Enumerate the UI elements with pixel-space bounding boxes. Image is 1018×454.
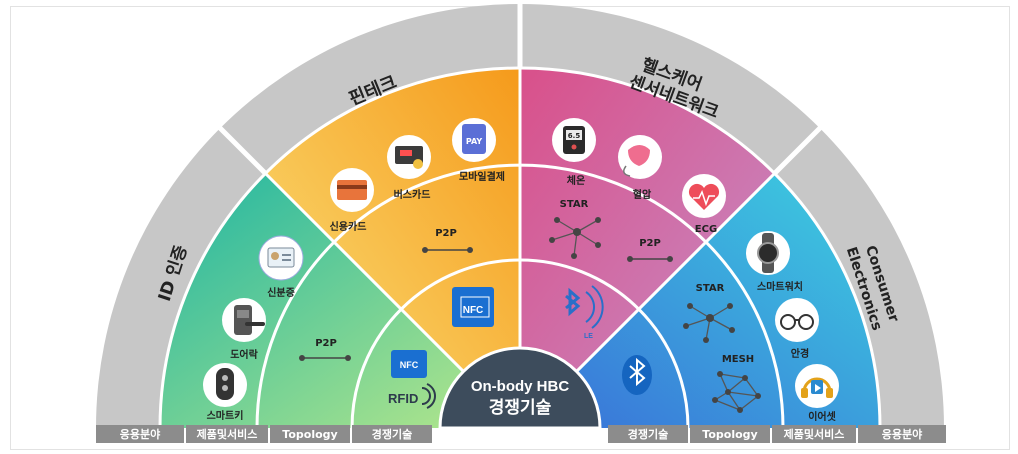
tech-nfc-fintech: NFC [452,287,494,327]
topology-left-p2p: P2P [299,338,351,361]
label-ecg: ECG [695,224,717,235]
tech-ble-health: LE [565,285,604,340]
base-label-right-1: Topology [702,428,757,441]
nfc-label: NFC [463,305,484,316]
label-id-card: 신분증 [267,286,295,299]
item-credit-card: 신용카드 [330,168,374,233]
rfid-label: RFID [388,391,418,406]
item-door-lock: 도어락 [222,298,266,361]
label-health-p2p: P2P [639,238,661,249]
label-body-temp: 체온 [567,174,585,187]
label-door-lock: 도어락 [230,348,258,361]
label-glasses: 안경 [791,347,809,360]
base-label-left-0: 응용분야 [120,427,160,441]
item-body-temp: 6.5 체온 [552,118,596,187]
base-label-right-3: 응용분야 [882,427,922,441]
topology-consumer-star: STAR [683,283,735,343]
label-credit-card: 신용카드 [330,220,367,233]
outer-ring-dividers [218,4,822,175]
rfid-wave-icon [421,387,431,405]
topology-health-star: STAR [549,199,601,259]
center-title: On-body HBC [471,378,569,395]
nfc-small-icon [391,350,427,378]
item-smartwatch: 스마트워치 [746,231,803,293]
label-consumer-mesh: MESH [722,354,754,365]
base-label-left-2: Topology [282,428,337,441]
sector-fintech [265,67,520,429]
label-smartwatch: 스마트워치 [757,280,803,293]
label-consumer-star: STAR [696,283,725,294]
label-blood-pressure: 혈압 [633,188,652,201]
temp-value: 6.5 [568,132,581,140]
sector-id-auth [159,173,521,428]
item-smart-key: 스마트키 [203,363,247,422]
blood-pressure-icon [628,145,650,166]
sector-consumer [520,173,881,428]
earphones-icon [801,377,833,398]
base-label-right-2: 제품및서비스 [784,427,845,441]
door-lock-icon [234,305,252,335]
outer-ring [96,4,944,428]
label-bus-card: 버스카드 [394,188,431,201]
base-label-left-3: 경쟁기술 [372,427,412,441]
center-subtitle: 경쟁기술 [489,398,552,418]
label-smart-key: 스마트키 [207,409,244,422]
item-mobile-pay: PAY 모바일결제 [452,118,505,183]
pay-text: PAY [466,137,483,146]
ble-le-label: LE [584,333,593,340]
mobile-pay-icon [462,124,486,154]
base-label-right-0: 경쟁기술 [628,427,668,441]
item-blood-pressure: 혈압 [618,135,662,201]
label-mobile-pay: 모바일결제 [459,170,505,183]
base-bar-left: 응용분야 제품및서비스 Topology 경쟁기술 [96,425,432,443]
item-id-card: 신분증 [258,235,304,299]
item-earphones: 이어셋 [795,364,839,423]
item-ecg: ECG [682,174,726,235]
topology-health-p2p: P2P [627,238,673,262]
nfc-small-label: NFC [400,360,419,370]
base-label-left-1: 제품및서비스 [197,427,258,441]
glasses-icon [780,314,814,330]
label-fintech-p2p: P2P [435,228,457,239]
label-health-star: STAR [560,199,589,210]
base-bar-right: 경쟁기술 Topology 제품및서비스 응용분야 [608,425,946,443]
topology-fintech-p2p: P2P [422,228,473,253]
label-left-p2p: P2P [315,338,337,349]
tech-bluetooth-consumer [622,355,652,395]
tech-nfc-rfid: NFC RFID [388,350,436,409]
topology-consumer-mesh: MESH [712,354,761,413]
smart-key-icon [216,368,234,400]
label-earphones: 이어셋 [808,410,836,423]
credit-card-icon [337,180,367,200]
bluetooth-icon [565,287,581,317]
item-glasses: 안경 [775,298,819,360]
center-hub [438,346,602,430]
item-bus-card: 버스카드 [387,135,431,201]
